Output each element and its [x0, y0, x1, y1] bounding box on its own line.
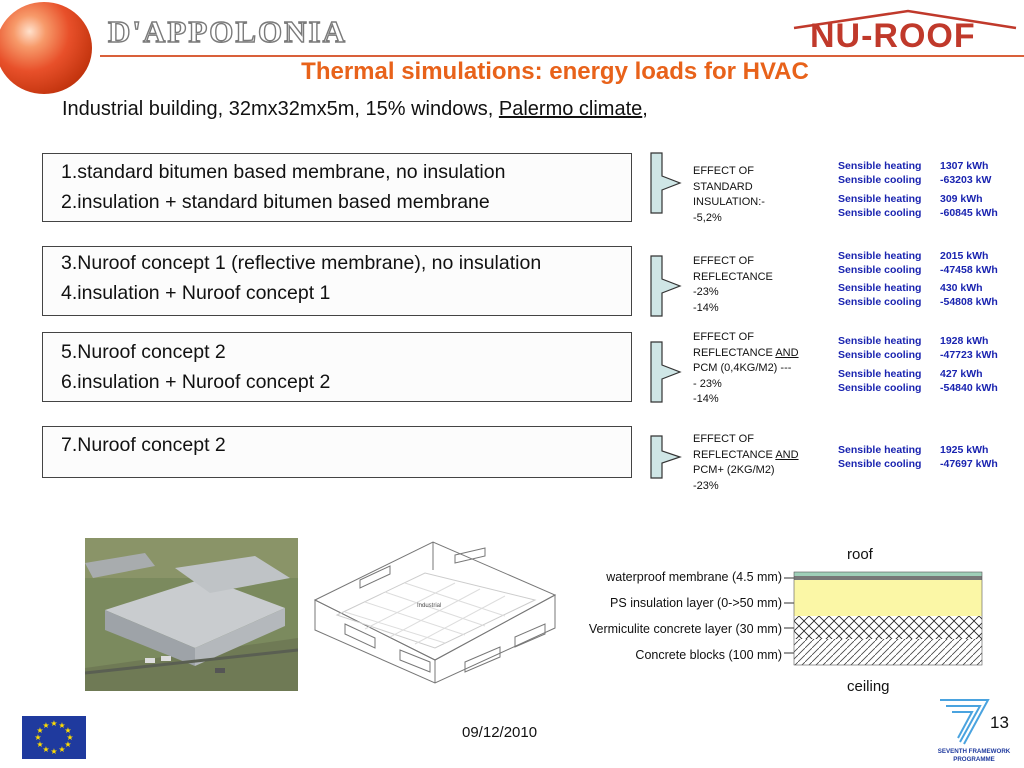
building-3d-model: Industrial — [313, 541, 557, 684]
effect-line: PCM+ (2KG/M2) — [693, 464, 775, 476]
scenario-box-3: 5.Nuroof concept 2 6.insulation + Nuroof… — [42, 332, 632, 402]
scenario-line: 4.insulation + Nuroof concept 1 — [61, 282, 331, 304]
brace-icon — [650, 341, 682, 403]
effect-line: REFLECTANCE AND — [693, 448, 799, 461]
effect-line: EFFECT OF — [693, 165, 754, 177]
building-aerial-photo — [85, 538, 298, 691]
model-label: Industrial — [417, 603, 441, 609]
effect-line: PCM (0,4KG/M2) --- — [693, 362, 792, 374]
ceiling-label: ceiling — [847, 678, 890, 695]
scenario-line: 5.Nuroof concept 2 — [61, 341, 226, 363]
svg-text:★: ★ — [42, 721, 49, 730]
brace-icon — [650, 435, 682, 479]
effect-line: REFLECTANCE AND — [693, 346, 799, 359]
effect-line: INSULATION:- — [693, 196, 765, 208]
svg-text:★: ★ — [66, 733, 73, 742]
effect-line: -5,2% — [693, 211, 722, 224]
scenario-line: 7.Nuroof concept 2 — [61, 434, 226, 456]
page-title: Thermal simulations: energy loads for HV… — [301, 58, 809, 85]
subtitle-prefix: Industrial building, 32mx32mx5m, 15% win… — [62, 98, 499, 120]
subtitle-suffix: , — [642, 98, 648, 120]
layer-label-membrane: waterproof membrane (4.5 mm) — [606, 570, 782, 584]
scenario-line: 2.insulation + standard bitumen based me… — [61, 191, 490, 213]
brace-icon — [650, 255, 682, 317]
scenario-box-2: 3.Nuroof concept 1 (reflective membrane)… — [42, 246, 632, 316]
svg-text:★: ★ — [36, 726, 43, 735]
svg-text:★: ★ — [34, 733, 41, 742]
fp7-logo-icon: SEVENTH FRAMEWORK PROGRAMME — [938, 699, 1011, 763]
eu-flag-icon: ★★★ ★★★ ★★★ ★★★ — [22, 716, 86, 759]
scenario-line: 3.Nuroof concept 1 (reflective membrane)… — [61, 252, 542, 274]
effect-and: AND — [775, 448, 799, 461]
effect-note-4: EFFECT OF REFLECTANCE AND PCM+ (2KG/M2) … — [693, 432, 799, 494]
effect-and: AND — [775, 346, 799, 359]
roof-layers-diagram — [784, 571, 983, 666]
svg-text:★: ★ — [50, 719, 57, 728]
nuroof-roof-icon — [793, 9, 1017, 30]
scenario-line: 6.insulation + Nuroof concept 2 — [61, 371, 331, 393]
layer-label-vermiculite: Vermiculite concrete layer (30 mm) — [588, 622, 782, 636]
effect-line: -14% — [693, 393, 719, 405]
layer-label-insulation: PS insulation layer (0->50 mm) — [610, 596, 782, 610]
fp7-line2: PROGRAMME — [953, 756, 995, 763]
svg-text:★: ★ — [36, 740, 43, 749]
footer-date: 09/12/2010 — [462, 724, 538, 741]
svg-text:★: ★ — [58, 745, 65, 754]
svg-text:★: ★ — [42, 745, 49, 754]
dappolonia-logo-sphere — [0, 2, 92, 94]
nuroof-logo-text: NU-ROOF — [810, 17, 976, 55]
effect-line: EFFECT OF — [693, 255, 754, 267]
effect-line: -23% — [693, 479, 719, 492]
header-rule — [100, 55, 1024, 57]
effect-line: REFLECTANCE — [693, 270, 773, 283]
subtitle-location: Palermo climate — [498, 98, 643, 120]
effect-note-2: EFFECT OF REFLECTANCE -23% -14% — [693, 254, 773, 316]
effect-line: EFFECT OF — [693, 433, 754, 445]
effect-line: -23% — [693, 286, 719, 298]
dappolonia-logo-text: D'APPOLONIA — [107, 13, 347, 49]
effect-line: EFFECT OF — [693, 331, 754, 343]
effect-note-1: EFFECT OF STANDARD INSULATION:- -5,2% — [693, 164, 765, 226]
page-subtitle: Industrial building, 32mx32mx5m, 15% win… — [62, 98, 648, 121]
scenario-box-4: 7.Nuroof concept 2 — [42, 426, 632, 478]
brace-icon — [650, 152, 682, 214]
effect-line: - 23% — [693, 377, 722, 390]
svg-text:★: ★ — [58, 721, 65, 730]
svg-text:★: ★ — [64, 740, 71, 749]
scenario-line: 1.standard bitumen based membrane, no in… — [61, 161, 506, 183]
effect-line: -14% — [693, 301, 719, 314]
layer-label-concrete: Concrete blocks (100 mm) — [635, 648, 782, 662]
svg-text:★: ★ — [64, 726, 71, 735]
fp7-line1: SEVENTH FRAMEWORK — [938, 748, 1011, 755]
roof-label: roof — [847, 546, 873, 563]
scenario-box-1: 1.standard bitumen based membrane, no in… — [42, 153, 632, 222]
effect-line: STANDARD — [693, 180, 753, 193]
effect-note-3: EFFECT OF REFLECTANCE AND PCM (0,4KG/M2)… — [693, 330, 799, 408]
page-number: 13 — [990, 713, 1009, 732]
svg-text:★: ★ — [50, 747, 57, 756]
